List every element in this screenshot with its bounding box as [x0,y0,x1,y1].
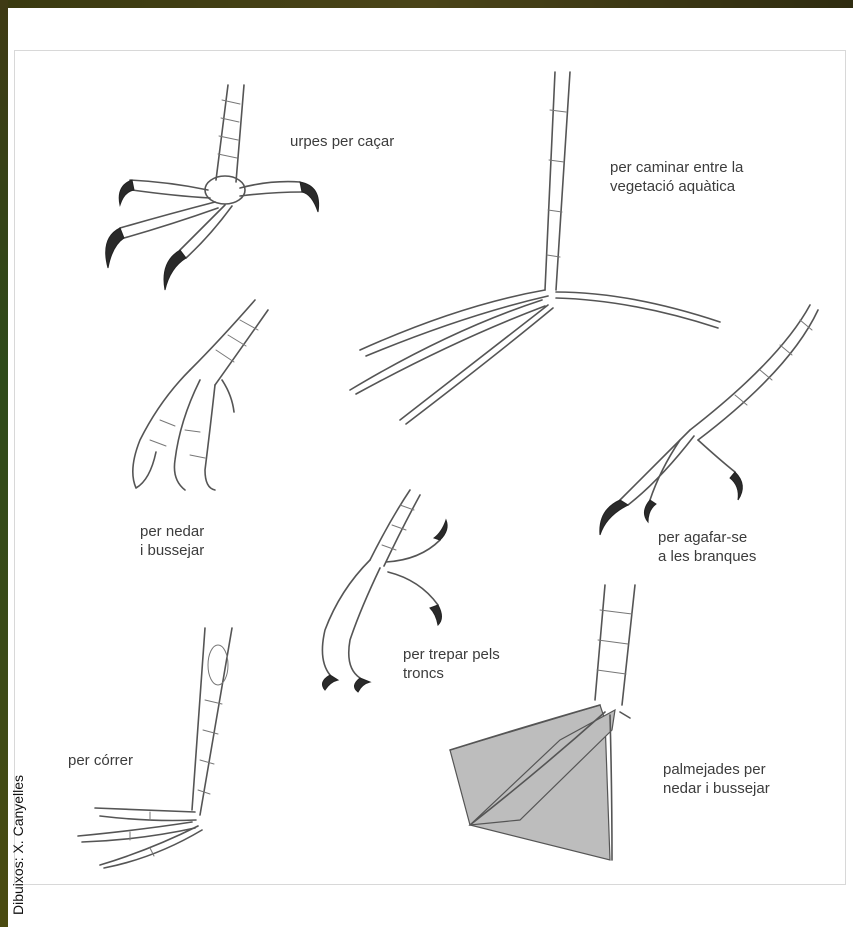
grebe-foot-icon [133,300,268,490]
label-wading: per caminar entre la vegetació aquàtica [610,158,743,196]
label-climbing: per trepar pels troncs [403,645,500,683]
label-webbed: palmejades per nedar i bussejar [663,760,770,798]
heron-foot-icon [350,72,720,424]
label-swim-dive: per nedar i bussejar [140,522,204,560]
illustration-credit: Dibuixos: X. Canyelles [10,775,26,915]
ostrich-foot-icon [78,628,232,868]
raptor-foot-icon [106,85,319,290]
label-running: per córrer [68,751,133,770]
label-hunting: urpes per caçar [290,132,394,151]
perching-foot-icon [600,305,818,535]
duck-foot-icon [450,585,635,860]
label-perching: per agafar-se a les branques [658,528,756,566]
